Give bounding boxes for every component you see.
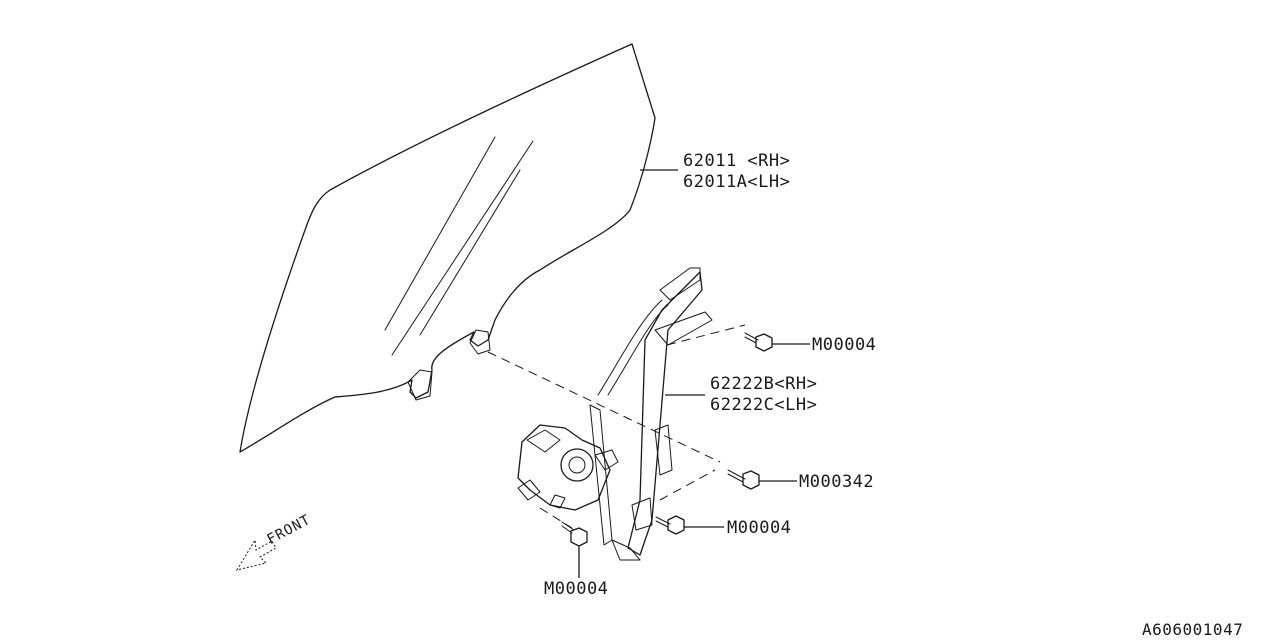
bolt-bottom xyxy=(561,521,588,578)
window-regulator-assembly xyxy=(517,267,713,561)
callout-glass-lh: 62011A<LH> xyxy=(683,172,791,192)
callout-bolt-bottom: M00004 xyxy=(544,579,609,599)
door-glass-panel xyxy=(239,43,656,453)
callout-regulator-rh: 62222B<RH> xyxy=(710,374,818,394)
callout-glass-rh: 62011 <RH> xyxy=(683,151,791,171)
callout-bolt-mid: M000342 xyxy=(799,472,875,492)
callout-regulator-lh: 62222C<LH> xyxy=(710,395,818,415)
front-arrow-icon xyxy=(235,538,277,571)
callout-bolt-top: M00004 xyxy=(812,335,877,355)
bolt-right-low xyxy=(655,515,724,535)
figure-code: A606001047 xyxy=(1142,620,1244,639)
callout-bolt-right-low: M00004 xyxy=(727,518,792,538)
bolt-mid xyxy=(727,469,797,490)
bolt-top xyxy=(744,332,810,352)
